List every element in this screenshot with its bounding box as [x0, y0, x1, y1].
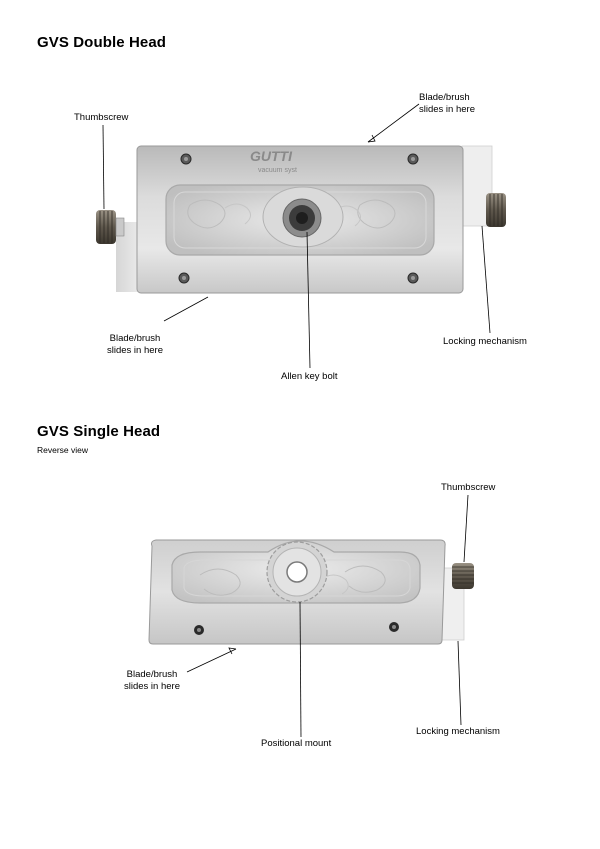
brand-logo: GUTTI [250, 148, 293, 164]
single-head-subtitle: Reverse view [37, 445, 89, 455]
double-thumbscrew-label: Thumbscrew [74, 112, 129, 123]
double-thumbscrew-knob [96, 210, 116, 244]
single-plate-screws [194, 622, 399, 635]
double-leader-lines [102, 103, 491, 369]
double-locking-label: Locking mechanism [443, 336, 527, 347]
double-locking-knob [486, 193, 506, 227]
double-blade-label-bottom: Blade/brush slides in here [107, 333, 163, 356]
single-leader-lines [186, 494, 469, 738]
single-positional-label: Positional mount [261, 738, 332, 749]
brand-subtext: vacuum syst [258, 167, 297, 174]
single-locking-label: Locking mechanism [416, 726, 500, 737]
double-allen-label: Allen key bolt [281, 371, 338, 382]
positional-mount [266, 541, 328, 603]
double-head-title: GVS Double Head [37, 34, 167, 51]
single-thumbscrew-label: Thumbscrew [441, 482, 496, 493]
single-head-title: GVS Single Head [37, 423, 161, 440]
single-blade-label: Blade/brush slides in here [124, 669, 180, 692]
single-thumbscrew-knob [452, 563, 474, 589]
double-blade-label-top: Blade/brush slides in here [419, 92, 475, 115]
